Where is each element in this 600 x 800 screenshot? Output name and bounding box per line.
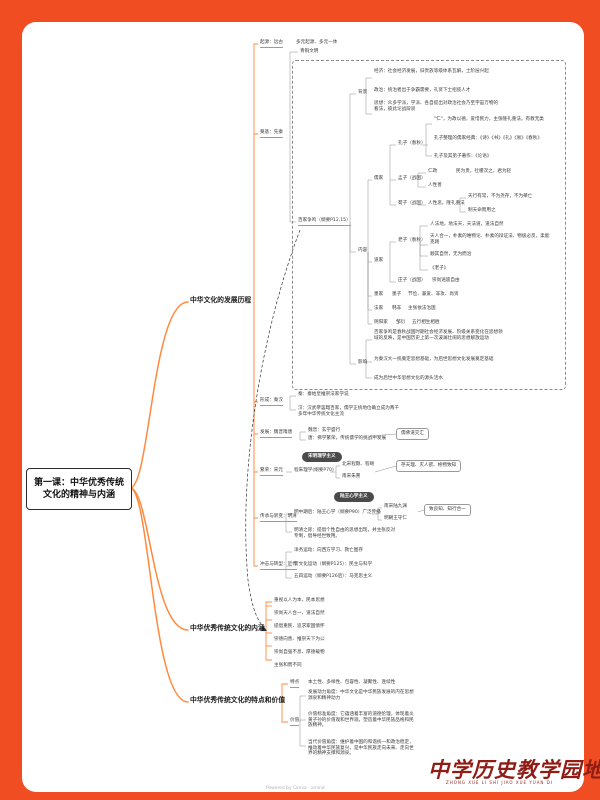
brand-logo-subtitle: ZHONG XUE LI SHI JIAO XUE YUAN DI — [446, 780, 553, 785]
laozi-book: 《老子》 — [430, 266, 449, 271]
zhuangzi-freedom: 崇尚逍遥自由 — [432, 278, 460, 283]
value-contemporary: 当代价值角度：维护着中国的和谐统一和政治稳定，推动着中华民族复兴，是中华民族走向… — [308, 740, 414, 757]
features-content: 本土性、多样性、包容性、凝聚性、连续性 — [308, 680, 396, 685]
value-driving-force: 发展动力角度：中华文化是中华民族发展的内在思想源泉和精神动力 — [308, 690, 414, 701]
background-economy: 经济：社会经济发展，旧贵族等级体系瓦解，士阶层兴起 — [374, 69, 489, 74]
mencius-good-nature: 人性善 — [428, 183, 442, 188]
prosperity-southern-song: 南宋朱熹 — [342, 474, 361, 479]
xunzi-heaven: 天行有常，不为尧存，不为桀亡 — [468, 194, 533, 199]
confucius-classics: 孔子整理的儒家经典：《诗》《书》《礼》《易》《春秋》 — [434, 136, 542, 141]
laozi-dao: 人法地，地法天，天法道，道法自然 — [430, 222, 504, 227]
development-weijin: 魏晋：玄学盛行 — [308, 428, 341, 433]
zouyan-content: 五行相生相胜 — [412, 320, 440, 325]
branch-connotation[interactable]: 中华优秀传统文化的内涵 — [190, 624, 265, 632]
brand-logo: 中学历史教学园地 — [428, 757, 600, 782]
influence-source: 成为后世中华思想文化的源头活水 — [374, 376, 443, 381]
formation-label[interactable]: 形成：秦汉 — [260, 398, 283, 406]
root-title-line2: 文化的精神与内涵 — [42, 490, 115, 500]
zhuangzi-node[interactable]: 庄子（战国） — [398, 278, 426, 283]
background-politics: 政治：统治者出于争霸需要，礼贤下士招揽人才 — [374, 88, 471, 93]
development-box: 儒佛道交汇 — [396, 428, 429, 440]
connotation-item-3: 提倡重民、追求家国情怀 — [274, 624, 325, 629]
watermark: Powered by Canva · xmind — [266, 786, 325, 791]
mozi-node[interactable]: 墨子 — [392, 292, 402, 297]
hanfei-content: 主张依法治国 — [408, 306, 436, 311]
hundred-schools-frame — [292, 60, 566, 390]
confucian-label[interactable]: 儒家 — [374, 176, 384, 181]
prehistory-label[interactable]: 奠基：先秦 — [260, 130, 283, 138]
connotation-item-1: 重视以人为本，民本思想 — [274, 598, 325, 603]
branch-features-value[interactable]: 中华优秀传统文化的特点和价值 — [190, 696, 286, 704]
mencius-renzheng: 仁政 — [428, 169, 438, 174]
influence-liberation: 百家争鸣是春秋战国时期社会经济发展、阶级关系变化在思想领域的反映，是中国历史上第… — [374, 330, 503, 341]
development-label[interactable]: 发展：魏晋隋唐 — [260, 430, 293, 438]
laozi-dialectic: 天人合一，朴素的唯物论、朴素的辩证法、物极必反，柔能克刚 — [430, 234, 550, 245]
legalist-label[interactable]: 法家 — [374, 306, 384, 311]
value-label[interactable]: 价值 — [290, 718, 300, 726]
connotation-item-4: 崇德向善、推崇天下为公 — [274, 637, 325, 642]
mind-school-tag: 陆王心学主义 — [334, 492, 374, 502]
mozi-content: 节俭、兼爱、非攻、尚贤 — [408, 292, 459, 297]
yinyang-label[interactable]: 阴阳家 — [374, 320, 388, 325]
xunzi-node[interactable]: 荀子（战国） — [398, 201, 426, 206]
mencius-people: 民为贵，社稷次之，君为轻 — [456, 169, 512, 174]
zouyan-node[interactable]: 邹衍 — [396, 320, 406, 325]
confucius-analects: 孔子及其弟子著作：《论语》 — [434, 154, 492, 159]
transform-may-fourth: 五四运动（纲要P126后）：马克思主义 — [294, 574, 373, 579]
connotation-item-6: 主张和而不同 — [274, 663, 302, 668]
inheritance-lu: 南宋陆九渊 — [384, 504, 407, 509]
transform-new-culture: 新文化运动（纲要P125）：民主与科学 — [294, 562, 373, 567]
features-label[interactable]: 特点 — [290, 680, 300, 688]
bronze-civilization: 青铜文明 — [300, 49, 319, 54]
formation-han: 汉：汉武帝罢黜百家，儒学正统地位确立成为两千多年中华传统文化主流 — [298, 406, 400, 417]
inheritance-label[interactable]: 传承与新变：明清 — [260, 514, 297, 522]
inheritance-mid-ming: 明中期后：陆王心学（纲要P90）广泛传播 — [294, 510, 381, 515]
inheritance-box: 致良知、知行合一 — [424, 504, 471, 516]
confucius-ren: "仁"，为政以德，爱惜民力，主张隆礼重法，有教无类 — [434, 117, 544, 122]
confucius-node[interactable]: 孔子（春秋） — [398, 141, 426, 146]
value-standard: 价值标准角度：它蕴涵着丰富的道德伦理，体现着炎黄子孙的价值观和世界观，塑造着中华… — [308, 712, 414, 729]
root-title-line1: 第一课：中华优秀传统 — [33, 478, 124, 488]
inheritance-late-ming: 明清之际：提倡个性自由的思想出现，并主张反对专制，倡导经世致用。 — [294, 528, 396, 539]
hundred-schools-label[interactable]: 百家争鸣（纲要P12,15） — [298, 218, 351, 226]
inheritance-wang: 明朝王守仁 — [384, 516, 407, 521]
xunzi-control: 制天命而用之 — [468, 208, 496, 213]
prosperity-box: 存天理、灭人欲、格物致知 — [396, 460, 462, 472]
development-tang: 唐：佛学繁荣，传统儒学的挑战中发展 — [308, 436, 387, 441]
formation-qin: 秦：秦始皇推崇法家学说 — [298, 392, 349, 397]
background-label[interactable]: 背景 — [358, 90, 368, 95]
laozi-wuwei: 顺其自然，无为而治 — [430, 252, 472, 257]
laozi-node[interactable]: 老子（春秋） — [398, 238, 426, 243]
neo-confucian-tag: 宋明理学主义 — [302, 452, 342, 462]
prosperity-northern-song: 北宋程颢、程颐 — [342, 462, 375, 467]
hanfei-node[interactable]: 韩非 — [392, 306, 402, 311]
root-topic[interactable]: 第一课：中华优秀传统文化的精神与内涵 — [26, 468, 132, 510]
origin-label[interactable]: 起源：远古 — [260, 40, 283, 48]
xunzi-evil-nature: 人性恶，隆礼重法 — [428, 201, 465, 206]
connotation-item-5: 崇尚自强不息、厚德载物 — [274, 650, 325, 655]
transform-label[interactable]: 冲击与转型：近代 — [260, 562, 297, 570]
mencius-node[interactable]: 孟子（战国） — [398, 176, 426, 181]
influence-label[interactable]: 影响 — [358, 360, 368, 365]
branch-development-history[interactable]: 中华文化的发展历程 — [190, 296, 252, 304]
transform-westernization: 洋务运动：向西方学习、救亡图存 — [294, 548, 363, 553]
connotation-item-2: 崇尚天人合一、道法自然 — [274, 611, 325, 616]
background-thought: 思想：众多学派，学派、各自提出对政治社会乃至宇宙万物的看法，彼此论战辩驳 — [374, 101, 499, 112]
influence-unification: 为秦汉大一统奠定思想基础，为后世思想文化发展奠定基础 — [374, 357, 494, 362]
content-label[interactable]: 内容 — [358, 248, 368, 253]
daoist-label[interactable]: 道家 — [374, 258, 384, 263]
mohist-label[interactable]: 墨家 — [374, 292, 384, 297]
prosperity-label[interactable]: 繁荣：宋元 — [260, 468, 283, 476]
mindmap-card — [22, 22, 584, 792]
origin-content: 多元起源、多元一体 — [296, 40, 338, 45]
prosperity-chengzhu: 程朱理学(纲要P70) — [294, 468, 334, 473]
